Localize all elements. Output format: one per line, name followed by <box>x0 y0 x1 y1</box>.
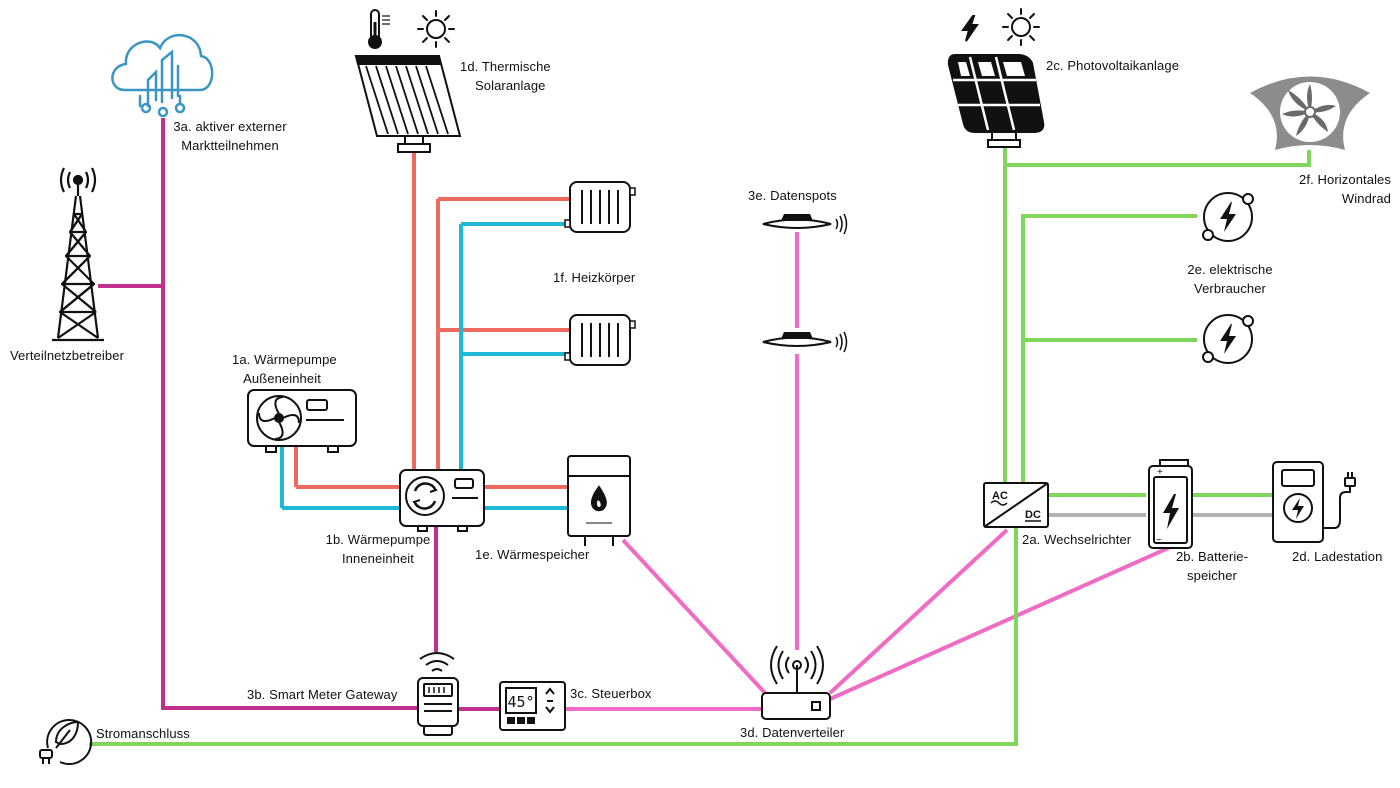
control-box-name: Steuerbox <box>591 686 652 701</box>
inverter-icon: AC DC <box>983 482 1049 528</box>
electric-lines <box>89 146 1311 746</box>
heatpump-indoor-icon <box>399 469 485 532</box>
heatpump-indoor-name-1: Wärmepumpe <box>347 532 431 547</box>
label-consumers: 2e. elektrische Verbraucher <box>1170 260 1290 298</box>
label-grid-operator: Verteilnetzbetreiber <box>10 348 125 363</box>
label-inverter: 2a. Wechselrichter <box>1022 530 1131 549</box>
solar-thermal-name-1: Thermische <box>481 59 551 74</box>
leaf-plug-icon <box>39 719 93 765</box>
sun-icon <box>1002 8 1040 46</box>
smart-meter-id: 3b. <box>247 687 266 702</box>
solar-thermal-collector-icon <box>354 9 462 153</box>
wireless-beacon-icon <box>762 331 848 353</box>
battery-name-2: speicher <box>1187 568 1237 583</box>
label-charging-station: 2d. Ladestation <box>1292 547 1382 566</box>
pv-name: Photovoltaikanlage <box>1067 58 1180 73</box>
consumers-name-1: elektrische <box>1209 262 1273 277</box>
market-name-2: Marktteilnehmen <box>181 138 279 153</box>
electric-consumer-icon <box>1202 192 1254 242</box>
battery-icon: + − <box>1148 459 1193 549</box>
data-spots-name: Datenspots <box>770 188 837 203</box>
label-data-hub: 3d. Datenverteiler <box>740 723 844 742</box>
label-smart-meter: 3b. Smart Meter Gateway <box>247 685 397 704</box>
lightning-icon <box>962 15 978 42</box>
wind-turbine-icon <box>1250 76 1370 150</box>
charging-station-name: Ladestation <box>1314 549 1383 564</box>
heatpump-indoor-name-2: Inneneinheit <box>341 551 415 566</box>
heatpump-outdoor-name-1: Wärmepumpe <box>254 352 337 367</box>
label-grid-connection: Stromanschluss <box>96 726 190 741</box>
consumers-id: 2e. <box>1187 262 1206 277</box>
label-wind: 2f. Horizontales Windrad <box>1260 170 1391 208</box>
thermostat-display: 45° <box>507 693 534 711</box>
label-market: 3a. aktiver externer Marktteilnehmen <box>150 117 310 155</box>
wireless-beacon-icon <box>762 213 848 235</box>
label-solar-thermal: 1d. Thermische Solaranlage <box>460 57 551 95</box>
pv-id: 2c. <box>1046 58 1064 73</box>
wind-name-1: Horizontales <box>1317 172 1391 187</box>
battery-id: 2b. <box>1175 549 1195 564</box>
label-pv: 2c. Photovoltaikanlage <box>1046 56 1179 75</box>
label-heatpump-indoor: 1b. Wärmepumpe Inneneinheit <box>318 530 438 568</box>
control-box-id: 3c. <box>570 686 588 701</box>
radiators-id: 1f. <box>553 270 568 285</box>
heat-storage-name: Wärmespeicher <box>497 547 590 562</box>
market-id: 3a. <box>173 119 192 134</box>
label-heat-storage: 1e. Wärmespeicher <box>475 545 589 564</box>
wind-id: 2f. <box>1299 172 1314 187</box>
battery-plus: + <box>1157 467 1163 478</box>
connection-lines <box>89 118 1311 746</box>
consumers-name-2: Verbraucher <box>1194 281 1266 296</box>
radiators-name: Heizkörper <box>571 270 636 285</box>
heatpump-outdoor-name-2: Außeneinheit <box>243 371 321 386</box>
market-name-1: aktiver externer <box>195 119 287 134</box>
ev-charger-icon <box>1272 461 1356 543</box>
inverter-id: 2a. <box>1022 532 1041 547</box>
data-spots-id: 3e. <box>748 188 767 203</box>
fan-unit-icon <box>247 389 357 453</box>
label-control-box: 3c. Steuerbox <box>570 684 652 703</box>
cloud-city-icon <box>111 33 214 118</box>
flame-tank-icon <box>567 455 631 546</box>
heatpump-outdoor-id: 1a. <box>232 352 251 367</box>
electric-consumer-icon <box>1202 314 1254 364</box>
pv-panel-icon <box>947 8 1045 148</box>
label-radiators: 1f. Heizkörper <box>553 268 635 287</box>
battery-name-1: Batterie- <box>1198 549 1249 564</box>
router-icon <box>761 645 831 720</box>
data-hub-id: 3d. <box>740 725 759 740</box>
thermal-cold-lines <box>280 222 570 510</box>
thermal-hot-lines <box>294 152 570 489</box>
solar-thermal-id: 1d. <box>460 59 479 74</box>
inverter-ac-label: AC <box>992 490 1008 502</box>
data-hub-name: Datenverteiler <box>762 725 845 740</box>
data-lines <box>565 232 1176 711</box>
charging-station-id: 2d. <box>1292 549 1311 564</box>
battery-minus: − <box>1156 535 1162 546</box>
label-heatpump-outdoor: 1a. Wärmepumpe Außeneinheit <box>232 350 337 388</box>
thermostat-icon: 45° <box>499 681 566 731</box>
inverter-name: Wechselrichter <box>1044 532 1132 547</box>
label-battery: 2b. Batterie- speicher <box>1162 547 1262 585</box>
solar-thermal-name-2: Solaranlage <box>475 78 546 93</box>
radiator-icon <box>564 314 636 366</box>
smart-meter-icon <box>417 652 459 736</box>
radiator-icon <box>564 181 636 233</box>
thermometer-icon <box>368 9 390 49</box>
heatpump-indoor-id: 1b. <box>325 532 344 547</box>
wind-name-2: Windrad <box>1341 191 1391 206</box>
transmission-tower-icon <box>52 167 104 342</box>
heat-storage-id: 1e. <box>475 547 494 562</box>
label-data-spots: 3e. Datenspots <box>748 186 837 205</box>
inverter-dc-label: DC <box>1025 509 1041 521</box>
sun-icon <box>417 10 455 48</box>
smart-meter-name: Smart Meter Gateway <box>269 687 398 702</box>
market-power-lines <box>98 118 500 711</box>
